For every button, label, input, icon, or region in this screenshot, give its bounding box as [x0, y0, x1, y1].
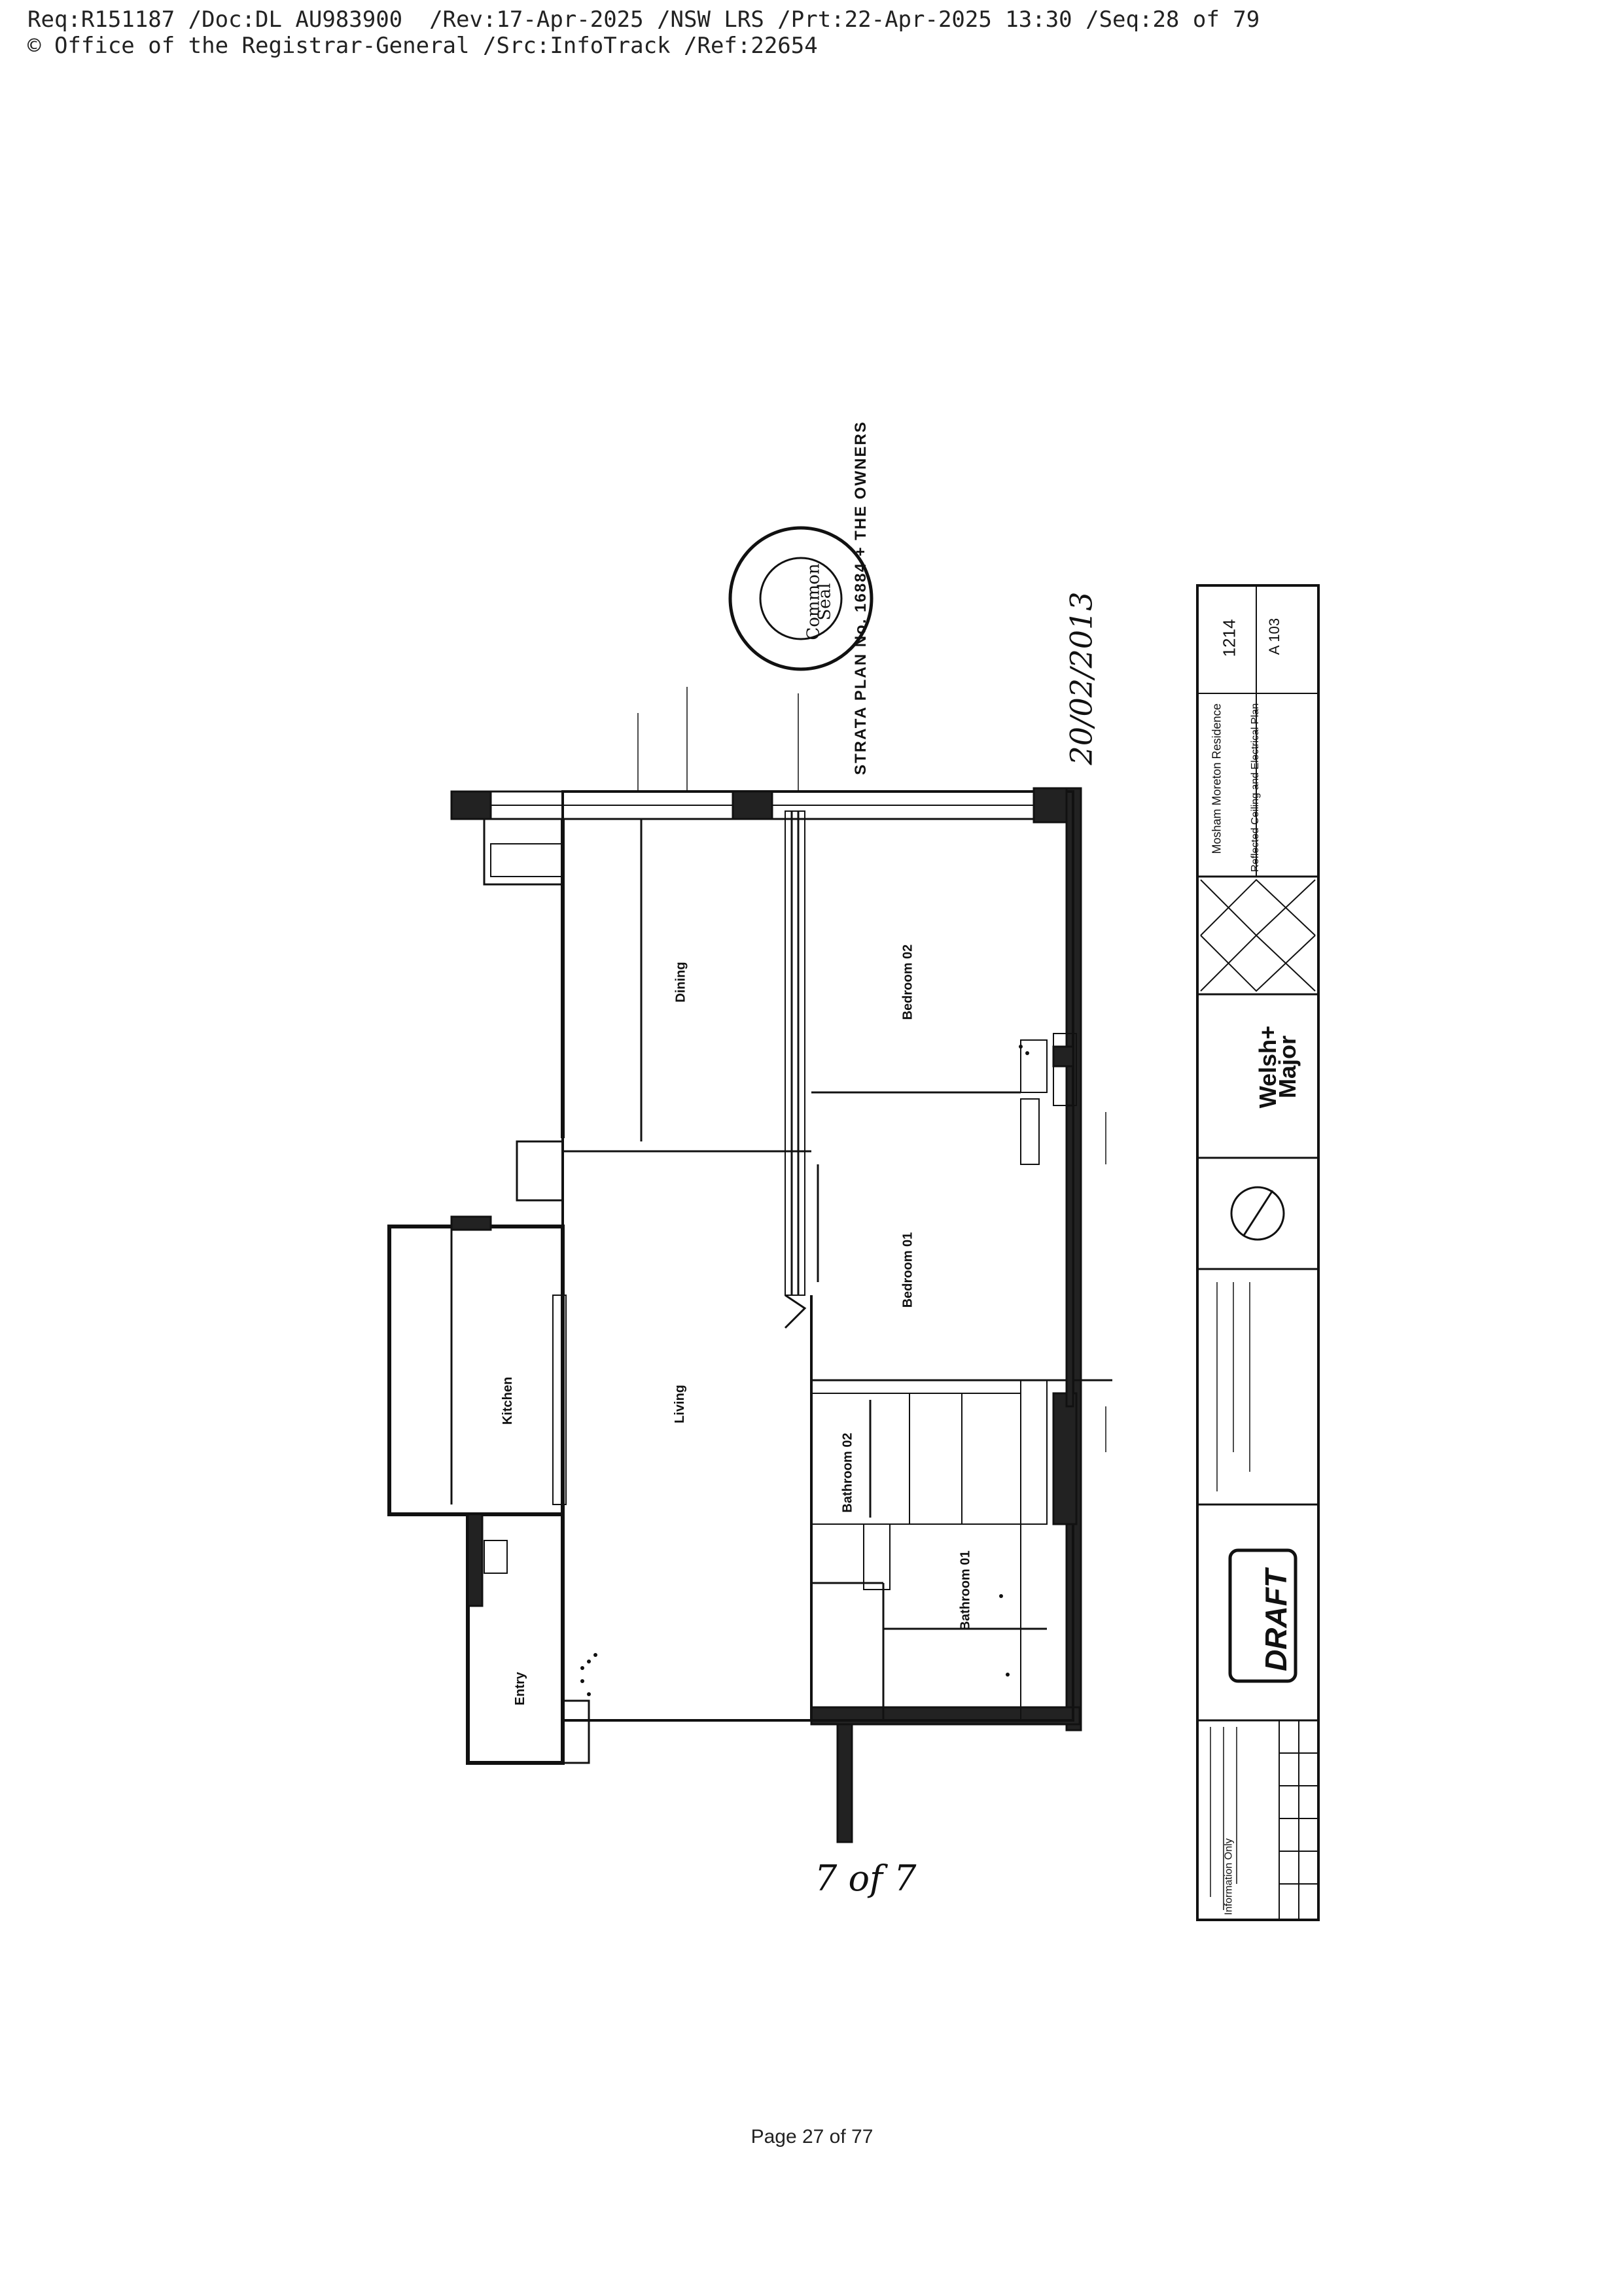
room-label-bedroom-01: Bedroom 01	[900, 1232, 915, 1308]
room-label-entry: Entry	[513, 1671, 528, 1706]
firm-name-line-2: Major	[1274, 1035, 1301, 1099]
page-number: Page 27 of 77	[750, 2126, 874, 2148]
registry-header: Req:R151187 /Doc:DL AU983900 /Rev:17-Apr…	[27, 7, 1260, 59]
kitchen-bump	[387, 1225, 565, 1516]
information-only-note: Information Only	[1223, 1838, 1235, 1915]
bathroom-01-room	[811, 1523, 1021, 1721]
handwritten-date: 20/02/2013	[1063, 591, 1099, 765]
header-line-1: Req:R151187 /Doc:DL AU983900 /Rev:17-Apr…	[27, 7, 1260, 33]
room-label-dining: Dining	[673, 962, 688, 1003]
room-label-bedroom-02: Bedroom 02	[900, 944, 915, 1020]
common-seal	[728, 526, 874, 671]
project-number: 1214	[1219, 619, 1239, 657]
room-label-living: Living	[672, 1385, 687, 1423]
seal-ring-text: STRATA PLAN No. 16884 + THE OWNERS	[851, 421, 870, 775]
drawing-title: Reflected Ceiling and Electrical Plan	[1249, 703, 1261, 872]
header-line-2: © Office of the Registrar-General /Src:I…	[27, 33, 818, 59]
outer-wall-bottom	[810, 1706, 1081, 1726]
title-block	[1196, 584, 1320, 1921]
handwritten-page-note: 7 of 7	[815, 1858, 917, 1899]
seal-center-line-2: Seal	[815, 583, 835, 621]
draft-stamp: DRAFT	[1258, 1569, 1293, 1671]
drawing-number: A 103	[1266, 617, 1283, 655]
room-label-bathroom-01: Bathroom 01	[958, 1550, 973, 1631]
room-label-bathroom-02: Bathroom 02	[840, 1433, 855, 1513]
project-name: Mosham Moreton Residence	[1210, 703, 1224, 854]
bathroom-02-room	[811, 1393, 910, 1525]
room-label-kitchen: Kitchen	[501, 1376, 516, 1425]
